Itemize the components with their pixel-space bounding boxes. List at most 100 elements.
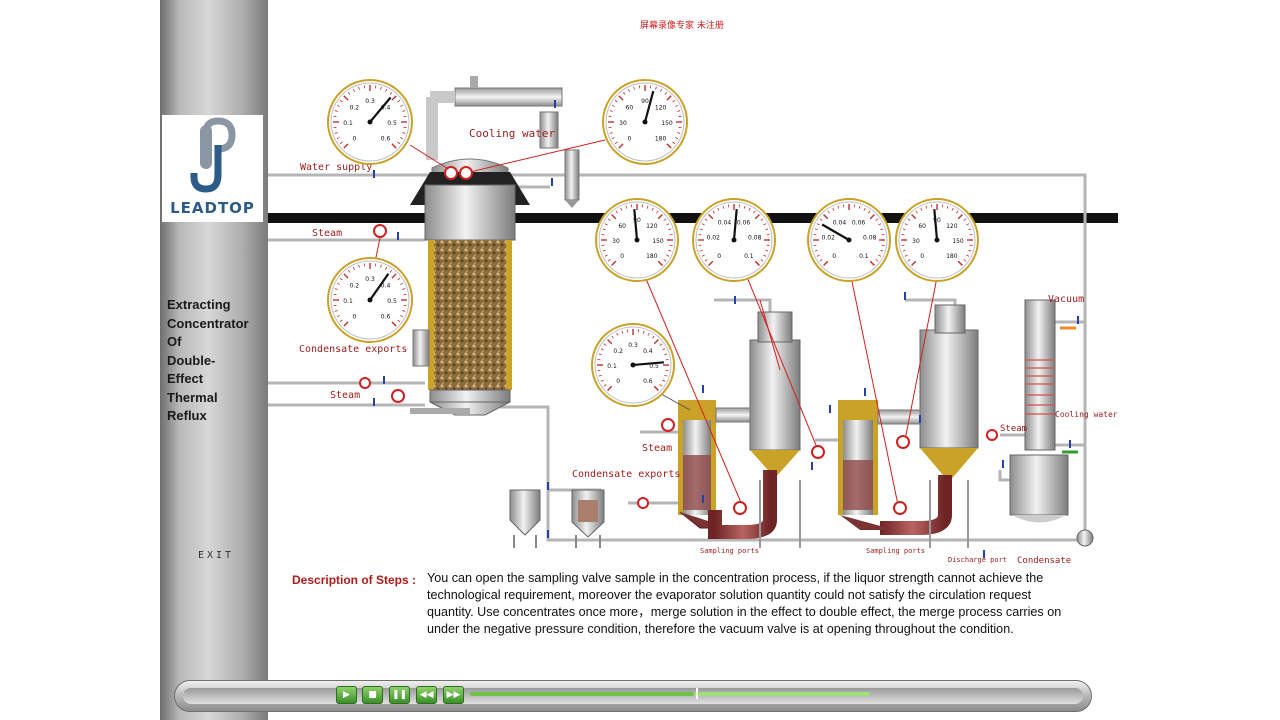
gauge-tick-label: 0.4: [381, 282, 391, 289]
gauge-tick-label: 0.4: [643, 348, 653, 355]
progress-knob[interactable]: [696, 688, 698, 699]
gauge-tick-label: 60: [618, 223, 626, 230]
gauge-pressure-steam: 0 0.1 0.2 0.3 0.4 0.5 0.6: [327, 257, 413, 343]
gauge-tick-label: 0.04: [833, 219, 847, 226]
gauge-tick-label: 0.06: [852, 219, 866, 226]
gauge-tick-label: 0.08: [863, 235, 877, 242]
gauge-tick-label: 0.6: [381, 136, 391, 143]
gauge-tick-label: 0.2: [350, 104, 360, 111]
gauge-tick-label: 0.5: [387, 120, 397, 127]
label-steam-4: Steam: [1000, 424, 1027, 434]
label-steam-1: Steam: [312, 228, 342, 239]
logo-text: LEADTOP: [170, 199, 255, 217]
gauge-tick-label: 120: [946, 223, 958, 230]
condenser-column: [1009, 299, 1094, 547]
gauge-tick-label: 0.1: [607, 363, 617, 370]
player-bar: [174, 680, 1092, 712]
gauge-tick-label: 150: [652, 238, 664, 245]
storage-tanks: [509, 489, 605, 548]
forward-button[interactable]: ▶▶: [443, 686, 464, 704]
gauge-tick-label: 90: [633, 217, 641, 224]
leader-lines: [374, 139, 941, 506]
gauge-tick-label: 0.1: [343, 298, 353, 305]
gauge-tick-label: 0: [620, 253, 624, 260]
gauge-tick-label: 0.3: [628, 342, 638, 349]
label-condensate-exports-2: Condensate exports: [572, 469, 680, 480]
gauge-temp-2: 0 30 60 90 120 150 180: [895, 198, 979, 282]
gauge-tick-label: 30: [619, 120, 627, 127]
gauge-tick-label: 120: [646, 223, 658, 230]
gauge-tick-label: 180: [646, 253, 658, 260]
rewind-button[interactable]: ◀◀: [416, 686, 437, 704]
gauge-tick-label: 0.3: [365, 98, 375, 105]
extractor-tank: [410, 158, 530, 416]
gauge-pressure-top: 00.10.20.30.40.50.6: [327, 79, 413, 165]
gauge-tick-label: 0.04: [718, 219, 732, 226]
label-sampling-ports-1: Sampling ports: [700, 547, 759, 555]
gauge-tick-label: 150: [661, 120, 673, 127]
gauge-tick-label: 0.1: [859, 253, 869, 260]
gauge-tick-label: 0.5: [387, 298, 397, 305]
label-discharge-port: Discharge port: [948, 556, 1007, 564]
gauge-tick-label: 30: [612, 238, 620, 245]
valve-markers: [373, 100, 1079, 558]
gauge-tick-label: 0.02: [707, 235, 721, 242]
gauge-tick-label: 0: [353, 136, 357, 143]
watermark-text: 屏幕录像专家 未注册: [640, 21, 724, 31]
leadtop-logo: LEADTOP: [162, 115, 263, 222]
main-beam: [268, 213, 1118, 223]
gauge-tick-label: 0.5: [649, 363, 659, 370]
player-track: [183, 688, 1083, 704]
label-vacuum: Vacuum: [1048, 294, 1084, 305]
progress-bar[interactable]: [470, 692, 870, 696]
small-gauges: [359, 166, 998, 515]
process-diagram: Water supply Cooling water Steam Condens…: [268, 76, 1118, 565]
label-water-supply: Water supply: [300, 162, 372, 173]
gauge-tick-label: 0.3: [365, 276, 375, 283]
gauge-tick-label: 90: [641, 98, 649, 105]
gauge-tick-label: 60: [918, 223, 926, 230]
play-button[interactable]: ▶: [336, 686, 357, 704]
forward-icon: ▶▶: [446, 690, 461, 700]
gauge-tick-label: 0.1: [744, 253, 754, 260]
gauge-tick-label: 0.2: [350, 282, 360, 289]
gauge-vacuum-2: 0 0.02 0.04 0.06 0.08 0.1: [807, 198, 891, 282]
gauge-tick-label: 150: [952, 238, 964, 245]
gauge-tick-label: 0.2: [613, 348, 623, 355]
gauge-tick-label: 180: [946, 253, 958, 260]
gauge-tick-label: 0.08: [748, 235, 762, 242]
gauge-tick-label: 180: [655, 136, 667, 143]
gauge-tick-label: 0.02: [822, 235, 836, 242]
gauge-tick-label: 0: [353, 314, 357, 321]
gauge-tick-label: 0.6: [643, 378, 653, 385]
gauge-tick-label: 0.6: [381, 314, 391, 321]
gauge-tick-label: 0.06: [737, 219, 751, 226]
gauge-tick-label: 0.4: [381, 104, 391, 111]
gauge-tick-label: 0: [920, 253, 924, 260]
gauge-tick-label: 30: [912, 238, 920, 245]
description-label: Description of Steps :: [292, 573, 417, 587]
stop-icon: ■: [368, 690, 377, 700]
label-sampling-ports-2: Sampling ports: [866, 547, 925, 555]
stop-button[interactable]: ■: [362, 686, 383, 704]
gauge-tick-label: 0: [616, 378, 620, 385]
rewind-icon: ◀◀: [419, 690, 434, 700]
gauge-tick-label: 0: [628, 136, 632, 143]
pause-icon: ❚❚: [391, 690, 408, 700]
label-steam-3: Steam: [642, 443, 672, 454]
description-text: You can open the sampling valve sample i…: [427, 571, 1062, 636]
logo-mark-icon: [190, 117, 236, 193]
second-effect-evaporator: [838, 304, 979, 548]
gauge-pressure-mid: 0 0.1 0.2 0.3 0.4 0.5 0.6: [591, 323, 675, 407]
label-cooling-water-2: Cooling water: [1055, 410, 1118, 419]
gauge-tick-label: 90: [933, 217, 941, 224]
gauge-tick-label: 0: [832, 253, 836, 260]
gauge-temp-1: 0 30 60 90 120 150 180: [595, 198, 679, 282]
gauge-tick-label: 60: [626, 104, 634, 111]
pause-button[interactable]: ❚❚: [389, 686, 410, 704]
label-steam-2: Steam: [330, 390, 360, 401]
label-cooling-water: Cooling water: [469, 127, 555, 140]
exit-button[interactable]: EXIT: [198, 550, 235, 561]
